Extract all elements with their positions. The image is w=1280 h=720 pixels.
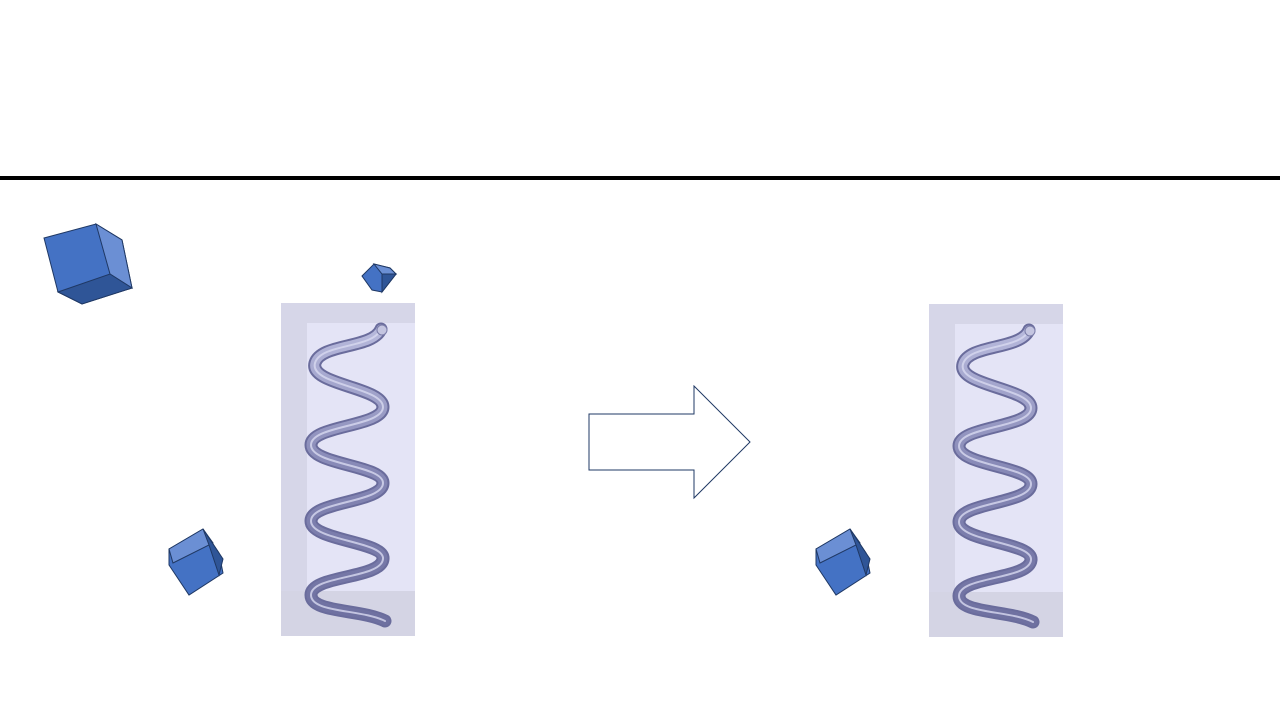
cube-icon [361, 263, 398, 294]
spring-icon [929, 304, 1063, 637]
cube-icon [815, 528, 871, 596]
arrow-right-icon [588, 385, 751, 500]
cube-icon [168, 528, 224, 596]
horizontal-divider [0, 176, 1280, 180]
cube-icon [43, 222, 134, 305]
spring-icon [281, 303, 415, 636]
